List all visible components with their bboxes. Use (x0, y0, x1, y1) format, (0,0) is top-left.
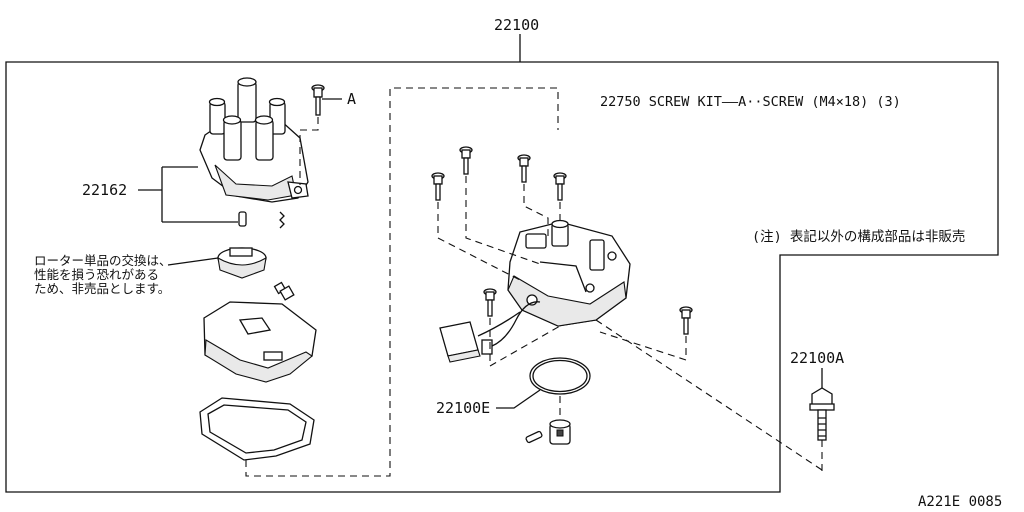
not-sold-note: (注) 表記以外の構成部品は非販売 (752, 228, 965, 245)
inner-cover (203, 301, 317, 383)
o-ring (529, 357, 591, 395)
rotor-note-line1: ローター単品の交換は、 (34, 253, 172, 268)
assembly-frame (5, 61, 999, 493)
coupling (549, 396, 571, 445)
screw-leaders (437, 176, 823, 472)
oring-callout: 22100E (436, 399, 490, 417)
oring-leader (496, 389, 541, 409)
figure-code: A221E 0085 (918, 494, 1002, 510)
bolt-callout: 22100A (790, 349, 844, 367)
rotor-screw (273, 281, 295, 301)
screw-a-callout: A (347, 90, 356, 108)
rotor (217, 247, 267, 279)
cap-leader (138, 166, 238, 223)
gasket (199, 397, 315, 461)
rotor-note-line3: ため、非売品とします。 (34, 281, 170, 296)
distributor-cap (199, 77, 309, 229)
screw-kit-note: 22750 SCREW KIT——A··SCREW (M4×18) (3) (600, 94, 901, 110)
bolt (809, 387, 835, 441)
roll-pin (525, 430, 543, 444)
connector (439, 301, 541, 363)
gasket-link (245, 87, 559, 477)
housing-screws (431, 146, 693, 335)
screw-a (299, 84, 342, 185)
cap-callout: 22162 (82, 181, 127, 199)
rotor-note-leader (167, 257, 219, 266)
housing (507, 219, 631, 327)
rotor-note-line2: 性能を損う恐れがある (34, 267, 159, 282)
assembly-callout: 22100 (494, 16, 539, 34)
